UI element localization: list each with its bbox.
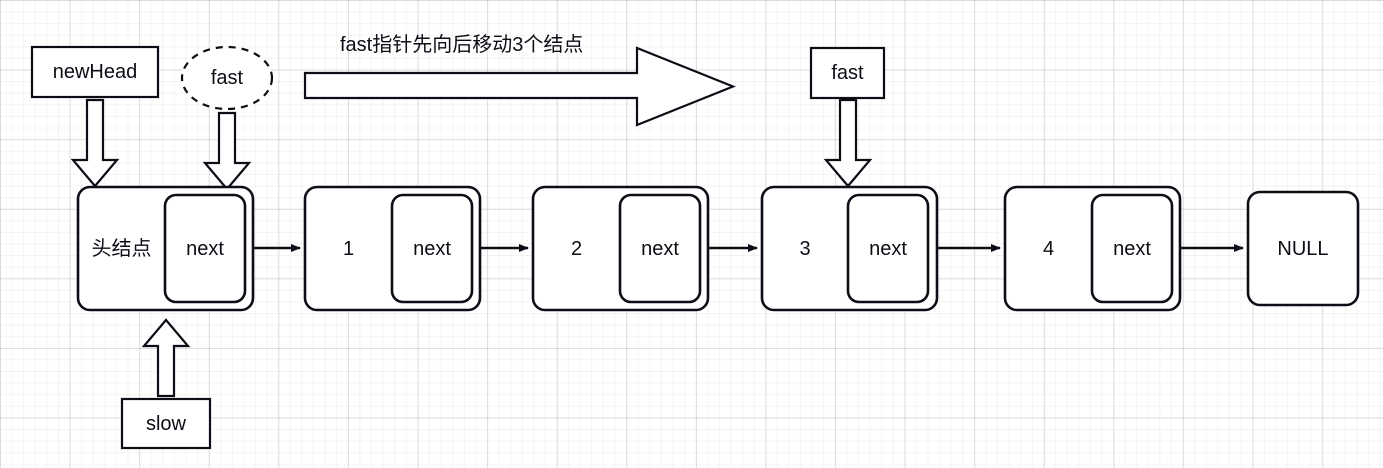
fast-start-block-arrow-down <box>202 111 252 191</box>
node-next-box-2 <box>618 193 702 304</box>
fast-end-pointer-box <box>809 46 886 100</box>
null-terminator-box <box>1246 190 1360 307</box>
fast-start-pointer-ellipse <box>180 45 274 111</box>
node-next-box-0 <box>163 193 247 304</box>
node-next-box-4 <box>1090 193 1174 304</box>
node-next-box-3 <box>846 193 930 304</box>
node-next-box-1 <box>390 193 474 304</box>
fast-end-block-arrow-down <box>823 98 873 188</box>
slow-pointer-box <box>120 397 212 450</box>
diagram-title: fast指针先向后移动3个结点 <box>340 34 584 56</box>
newhead-block-arrow-down <box>70 98 120 188</box>
move-block-arrow <box>303 46 736 127</box>
slow-block-arrow-up <box>141 318 191 398</box>
newhead-pointer-box <box>30 45 160 99</box>
